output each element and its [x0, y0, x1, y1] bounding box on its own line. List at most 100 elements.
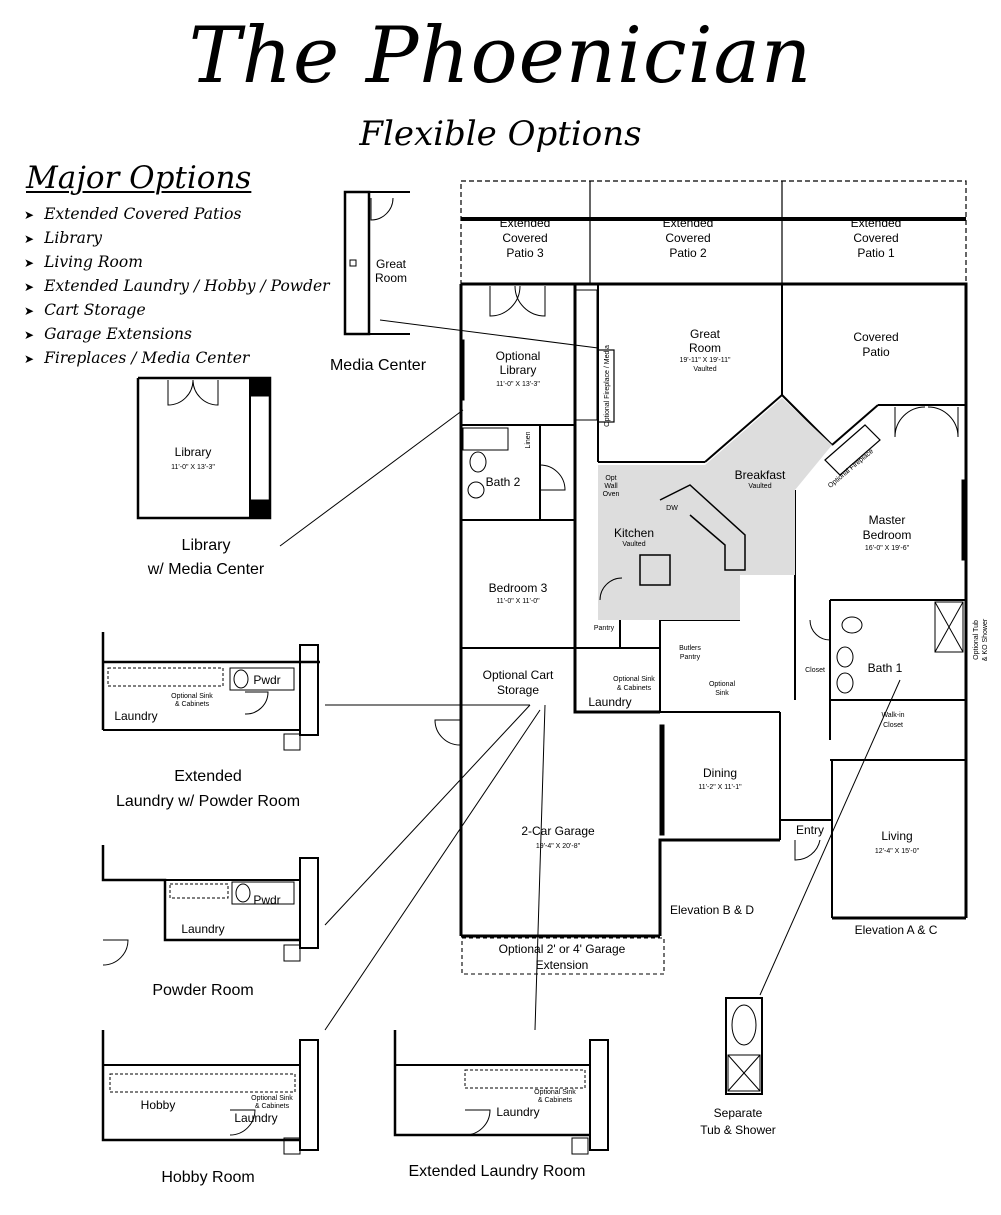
garage-extension-label: Extension: [536, 958, 589, 972]
great-room-label: Room: [689, 341, 721, 355]
major-options-heading: Major Options: [26, 160, 252, 196]
windows: [459, 289, 967, 836]
pwdr-label: Pwdr: [253, 893, 280, 907]
option-item: Garage Extensions: [24, 323, 330, 347]
patio3-label: Covered: [502, 231, 547, 245]
option-item: Fireplaces / Media Center: [24, 347, 330, 371]
laundry-label: Laundry: [114, 709, 157, 723]
option-item: Extended Covered Patios: [24, 203, 330, 227]
library-label: Library: [175, 445, 212, 459]
cart-storage-label: Storage: [497, 683, 539, 697]
library-dim: 11'-0" X 13'-3": [171, 464, 215, 471]
walkin-closet-label: Closet: [883, 722, 903, 729]
pantry-label: Pantry: [594, 625, 615, 632]
dining-label: Dining: [703, 766, 737, 780]
pwdr-label: Pwdr: [253, 673, 280, 687]
sep-tub-caption: Separate: [714, 1106, 763, 1120]
option-item: Extended Laundry / Hobby / Powder: [24, 275, 329, 299]
garage-label: 2-Car Garage: [521, 824, 595, 838]
master-bedroom-label: Bedroom: [863, 528, 912, 542]
sink-cabinets-label: & Cabinets: [617, 685, 652, 692]
sink-label: Optional Sink: [534, 1089, 576, 1096]
bath1-label: Bath 1: [868, 661, 903, 675]
patio1-label: Covered: [853, 231, 898, 245]
walkin-closet-label: Walk-in: [881, 712, 904, 719]
linen-label: Linen: [525, 431, 532, 448]
hobby-label: Hobby: [141, 1098, 176, 1112]
ext-laundry-caption: Laundry w/ Powder Room: [116, 793, 300, 810]
patio1-label: Extended: [851, 216, 902, 230]
sep-tub-caption: Tub & Shower: [700, 1123, 776, 1137]
inset-media-center: Great Room Media Center: [330, 190, 427, 374]
breakfast-label: Breakfast: [735, 468, 786, 482]
sink-label: & Cabinets: [255, 1103, 290, 1110]
optional-library-label: Optional: [496, 349, 541, 363]
garage-dim: 19'-4" X 20'-8": [536, 843, 581, 850]
laundry-label: Laundry: [234, 1111, 277, 1125]
bedroom3-label: Bedroom 3: [489, 581, 548, 595]
patio3-label: Extended: [500, 216, 551, 230]
fireplace-media-label: Optional Fireplace / Media: [604, 345, 611, 427]
patio2-label: Covered: [665, 231, 710, 245]
patio1-label: Patio 1: [857, 246, 895, 260]
covered-patio-label: Patio: [862, 345, 890, 359]
patio2-label: Patio 2: [669, 246, 707, 260]
elevation-bd-label: Elevation B & D: [670, 903, 754, 917]
optional-library-label: Library: [500, 363, 537, 377]
optional-tub-label: Optional Tub: [973, 620, 980, 660]
butlers-pantry-label: Pantry: [680, 654, 701, 661]
option-item: Cart Storage: [24, 299, 330, 323]
sink-label: Optional Sink: [171, 693, 213, 700]
pointer-lines: [279, 319, 901, 1031]
fireplace-master: [824, 424, 881, 476]
cart-storage-label: Optional Cart: [483, 668, 554, 682]
sink-cabinets-label: Optional Sink: [613, 676, 655, 683]
laundry-label: Laundry: [181, 922, 224, 936]
inset-sep-tub-shower: Separate Tub & Shower: [700, 997, 776, 1137]
hobby-room-caption: Hobby Room: [161, 1169, 254, 1186]
garage-extension-label: Optional 2' or 4' Garage: [499, 942, 626, 956]
media-great-room-label: Great: [376, 257, 407, 271]
dining-dim: 11'-2" X 11'-1": [698, 784, 742, 791]
library-caption: Library: [182, 537, 231, 554]
opt-wall-oven-label: Opt: [605, 475, 616, 482]
media-great-room-label: Room: [375, 271, 407, 285]
sink-label: & Cabinets: [175, 701, 210, 708]
inset-ext-laundry-powder: Pwdr Laundry Optional Sink & Cabinets Ex…: [101, 632, 320, 810]
inset-powder-room: Pwdr Laundry Powder Room: [101, 845, 319, 999]
optional-sink-label: Sink: [715, 690, 729, 697]
patio2-label: Extended: [663, 216, 714, 230]
butlers-pantry-label: Butlers: [679, 645, 701, 652]
breakfast-note: Vaulted: [748, 483, 771, 490]
bath-fixtures: [462, 427, 964, 694]
living-dim: 12'-4" X 15'-0": [875, 848, 920, 855]
fireplace-great-room: [597, 349, 615, 423]
optional-tub-label: & KO Shower: [982, 618, 989, 661]
closet-label: Closet: [805, 667, 825, 674]
opt-wall-oven-label: Wall: [604, 483, 618, 490]
dw-label: DW: [666, 505, 678, 512]
great-room-label: Great: [690, 327, 721, 341]
library-caption: w/ Media Center: [147, 561, 265, 578]
bath2-label: Bath 2: [486, 475, 521, 489]
opt-wall-oven-label: Oven: [603, 491, 620, 498]
great-room-note: Vaulted: [693, 366, 716, 373]
inset-hobby-room: Hobby Laundry Optional Sink & Cabinets H…: [101, 1030, 319, 1186]
option-item: Living Room: [24, 251, 330, 275]
kitchen-note: Vaulted: [622, 541, 645, 548]
main-floor-plan: Extended Covered Patio 3 Extended Covere…: [279, 180, 989, 1031]
page-title: The Phoenician: [188, 11, 813, 101]
ext-laundry-room-caption: Extended Laundry Room: [409, 1163, 586, 1180]
master-bedroom-label: Master: [869, 513, 906, 527]
covered-patio-label: Covered: [853, 330, 898, 344]
kitchen-island: [639, 484, 746, 586]
living-label: Living: [881, 829, 912, 843]
option-item: Library: [24, 227, 330, 251]
entry-label: Entry: [796, 823, 824, 837]
doors: [434, 285, 959, 861]
kitchen-floor-texture: [598, 398, 832, 620]
powder-room-caption: Powder Room: [152, 982, 253, 999]
inset-ext-laundry-room: Laundry Optional Sink & Cabinets Extende…: [393, 1030, 609, 1180]
patio3-label: Patio 3: [506, 246, 544, 260]
